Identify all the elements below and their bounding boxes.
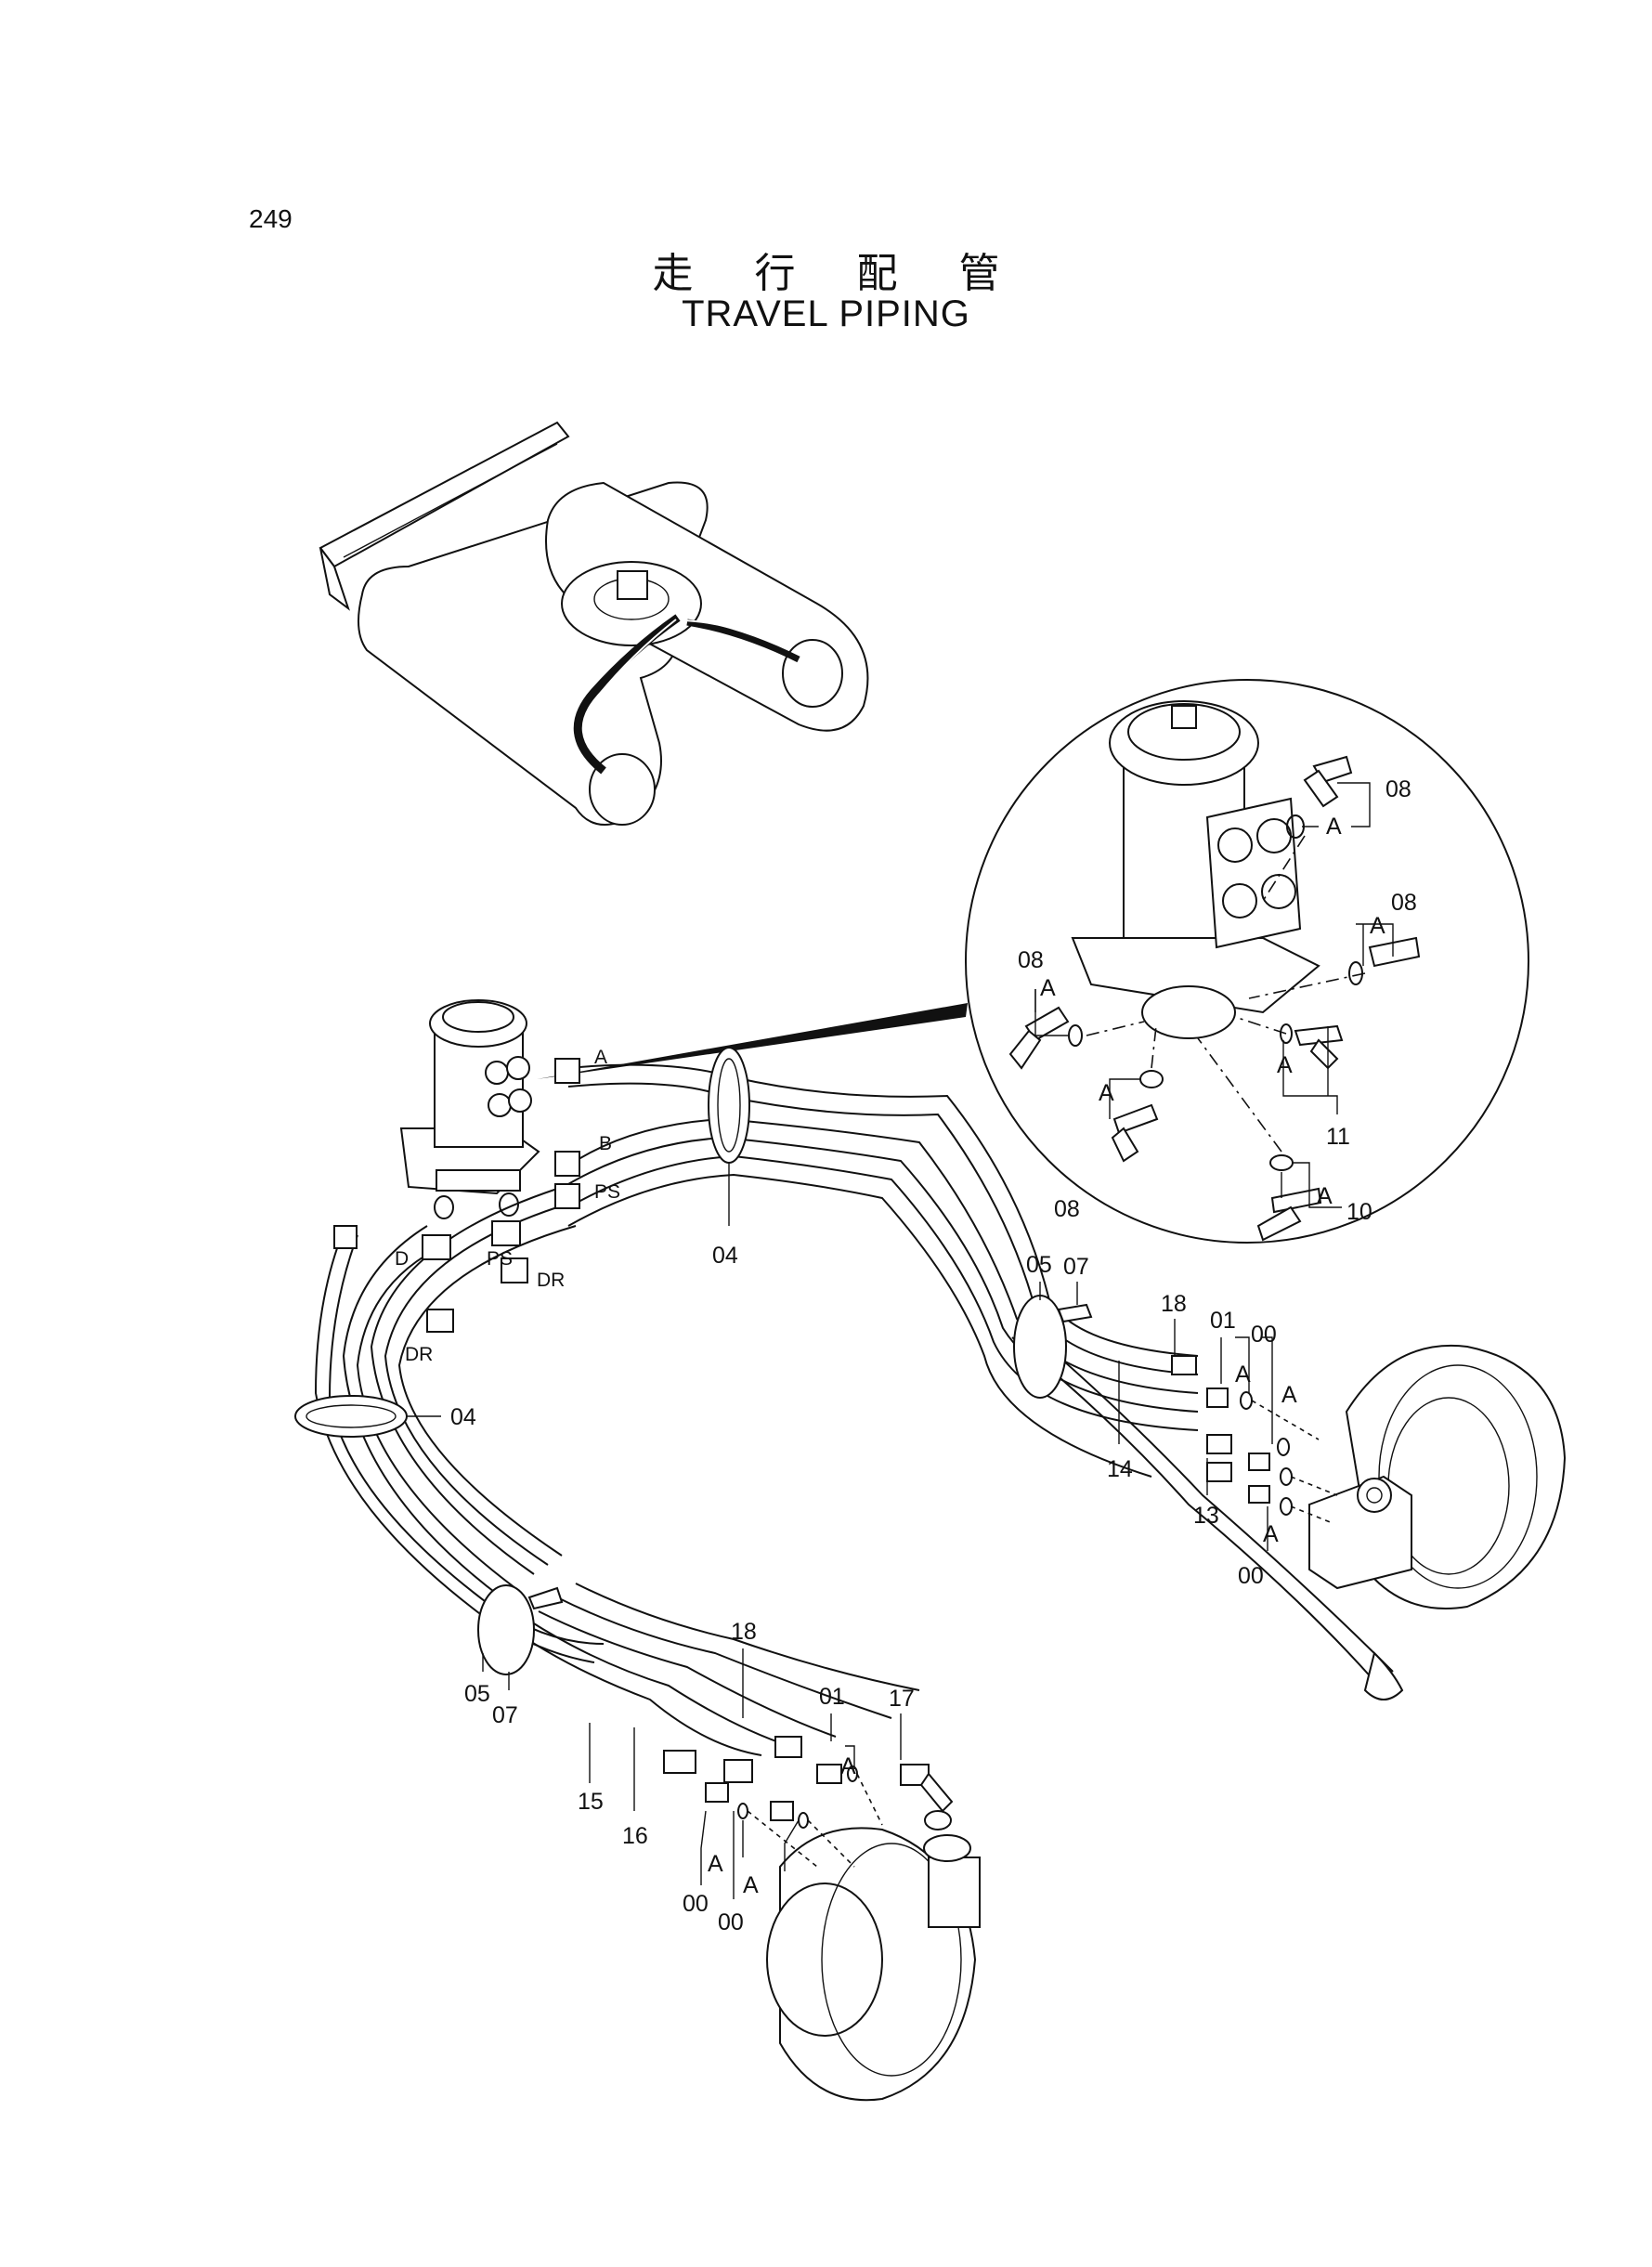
port-label-ps-upper: PS xyxy=(594,1181,620,1203)
right-motor-fittings xyxy=(1171,1355,1338,1524)
left-travel-motor xyxy=(766,1827,981,2102)
inset-part-08-right: 08 xyxy=(1391,890,1417,916)
part-label-01-left: 01 xyxy=(819,1684,845,1710)
left-motor-fittings xyxy=(663,1736,954,1868)
inset-part-11: 11 xyxy=(1326,1124,1350,1150)
part-label-13: 13 xyxy=(1193,1503,1219,1529)
clamp-04-top xyxy=(708,1047,750,1164)
part-label-07-right: 07 xyxy=(1063,1254,1089,1280)
inset-part-08-left: 08 xyxy=(1018,947,1044,973)
part-label-05-left: 05 xyxy=(464,1681,490,1707)
part-label-00-right-bottom: 00 xyxy=(1238,1563,1264,1589)
part-label-00-right-top: 00 xyxy=(1251,1322,1277,1348)
part-label-18-right: 18 xyxy=(1161,1291,1187,1317)
callout-leaders xyxy=(407,1163,1273,1899)
page-title-english: TRAVEL PIPING xyxy=(682,293,970,334)
part-label-16: 16 xyxy=(622,1823,648,1849)
part-label-00-left-2: 00 xyxy=(718,1909,744,1935)
port-label-b: B xyxy=(599,1133,612,1154)
port-label-dr-lower: DR xyxy=(405,1344,433,1365)
port-label-dr-upper: DR xyxy=(537,1270,565,1291)
part-label-a-left-1: A xyxy=(840,1753,856,1779)
part-label-15: 15 xyxy=(578,1789,604,1815)
part-label-a-right-1: A xyxy=(1235,1362,1251,1388)
inset-a-bottom: A xyxy=(1099,1080,1114,1106)
inset-a-top: A xyxy=(1326,814,1342,840)
inset-a-right: A xyxy=(1370,913,1385,939)
center-joint xyxy=(399,999,540,1219)
clamp-05-left xyxy=(477,1584,535,1675)
inset-a-mid: A xyxy=(1277,1052,1293,1078)
part-label-a-left-3: A xyxy=(743,1872,759,1898)
port-fittings xyxy=(333,1058,580,1333)
part-label-a-left-2: A xyxy=(708,1851,723,1877)
inset-part-08-top: 08 xyxy=(1385,776,1411,802)
inset-part-08-bottom: 08 xyxy=(1054,1196,1080,1222)
clamp-04-left xyxy=(294,1395,408,1438)
center-joint-detail-inset: 08 A 08 A 08 A A 11 08 A A 10 xyxy=(537,679,1529,1244)
part-label-18-left: 18 xyxy=(731,1619,757,1645)
excavator-overview-illustration xyxy=(319,421,869,826)
page-title-japanese: 走 行 配 管 xyxy=(652,250,1024,297)
inset-a-left: A xyxy=(1040,975,1056,1001)
part-label-17: 17 xyxy=(889,1686,915,1712)
part-label-a-right-2: A xyxy=(1281,1382,1297,1408)
part-label-05-right: 05 xyxy=(1026,1252,1052,1278)
part-label-01-right: 01 xyxy=(1210,1308,1236,1334)
port-label-d: D xyxy=(395,1248,409,1270)
part-label-04-left: 04 xyxy=(450,1404,476,1430)
part-label-00-left-1: 00 xyxy=(683,1891,709,1917)
page-number: 249 xyxy=(249,204,293,233)
inset-a-10: A xyxy=(1317,1183,1333,1209)
inset-part-10: 10 xyxy=(1346,1199,1372,1225)
part-label-07-left: 07 xyxy=(492,1702,518,1728)
part-label-04-top: 04 xyxy=(712,1243,738,1269)
part-label-14: 14 xyxy=(1107,1456,1133,1482)
right-travel-motor xyxy=(1308,1344,1567,1700)
part-label-a-right-3: A xyxy=(1263,1521,1279,1547)
port-label-a: A xyxy=(594,1047,607,1068)
port-label-ps-lower: PS xyxy=(487,1248,513,1270)
